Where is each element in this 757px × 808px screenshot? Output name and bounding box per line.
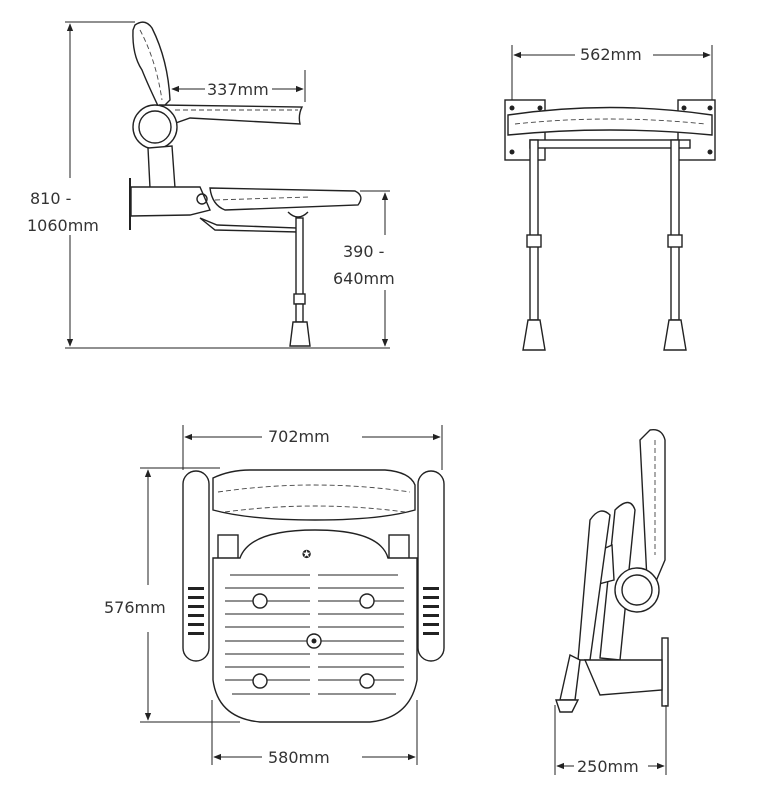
overall-width-label: 702mm [268, 427, 330, 446]
folded-seat [577, 510, 611, 661]
armrest-right [417, 470, 445, 662]
folded-depth-label: 250mm [577, 757, 639, 776]
armrest [158, 104, 304, 126]
backrest [132, 21, 171, 112]
leg [295, 217, 304, 297]
leg-width-label: 562mm [580, 45, 642, 64]
backrest-top [212, 469, 416, 521]
overall-height-label: 810 - [30, 189, 71, 208]
leg-right [670, 139, 680, 321]
seat [209, 187, 362, 211]
leg-brace [199, 217, 299, 233]
seat-height-label: 390 - [343, 242, 384, 261]
back-post [147, 145, 176, 189]
foot [289, 321, 311, 347]
depth-label: 576mm [104, 598, 166, 617]
top-view: 702mm 576mm 580mm ✪ [104, 425, 445, 767]
leg-clamp [293, 293, 306, 305]
logo: ✪ [302, 548, 311, 561]
folded-wall-plate [661, 637, 669, 707]
folded-side-view: 250mm [554, 429, 669, 776]
seat-height-label-2: 640mm [333, 269, 395, 288]
armrest-length-label: 337mm [207, 80, 269, 99]
leg-left [529, 139, 539, 321]
wall-bracket [130, 186, 211, 217]
front-view: 562mm [504, 45, 716, 351]
seat-front [507, 106, 713, 136]
seat-width-label: 580mm [268, 748, 330, 767]
overall-height-label-2: 1060mm [27, 216, 99, 235]
armrest-left [182, 470, 210, 662]
side-view: 810 - 1060mm 337mm 390 - 640mm [27, 21, 395, 349]
seat-plate [212, 529, 418, 723]
